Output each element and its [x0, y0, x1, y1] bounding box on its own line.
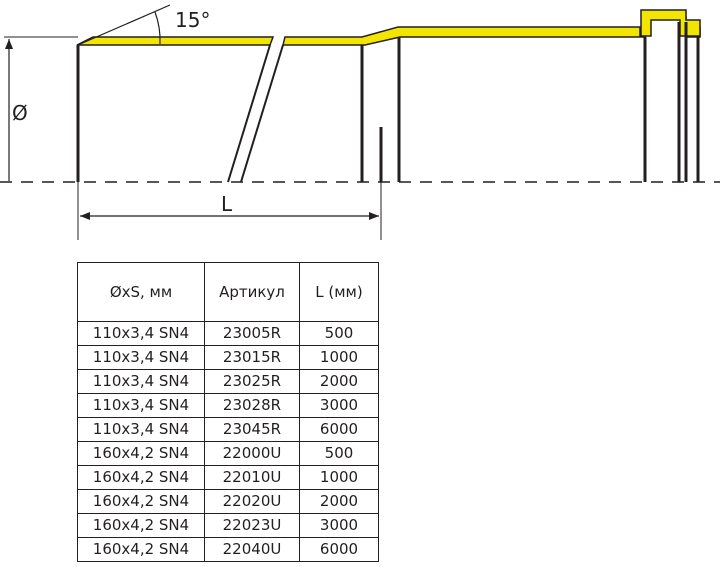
table-row: 110x3,4 SN4 23028R 3000 [77, 393, 379, 418]
cell-length: 3000 [299, 393, 379, 418]
header-article: Артикул [204, 262, 300, 322]
header-length: L (мм) [299, 262, 379, 322]
cell-article: 22010U [204, 465, 300, 490]
cell-article: 23025R [204, 369, 300, 394]
table-row: 110x3,4 SN4 23025R 2000 [77, 369, 379, 394]
table-header-row: ØxS, мм Артикул L (мм) [77, 262, 379, 322]
cell-diameter: 160x4,2 SN4 [77, 465, 205, 490]
table-row: 160x4,2 SN4 22000U 500 [77, 441, 379, 466]
cell-article: 23045R [204, 417, 300, 442]
cell-diameter: 110x3,4 SN4 [77, 393, 205, 418]
angle-arc [154, 11, 161, 45]
cell-length: 500 [299, 441, 379, 466]
cell-article: 22020U [204, 489, 300, 514]
table-row: 160x4,2 SN4 22020U 2000 [77, 489, 379, 514]
cell-length: 6000 [299, 537, 379, 562]
table-row: 110x3,4 SN4 23045R 6000 [77, 417, 379, 442]
cell-diameter: 160x4,2 SN4 [77, 537, 205, 562]
cell-article: 22023U [204, 513, 300, 538]
cell-article: 23015R [204, 345, 300, 370]
cell-diameter: 110x3,4 SN4 [77, 321, 205, 346]
cell-article: 23028R [204, 393, 300, 418]
cell-length: 6000 [299, 417, 379, 442]
cell-length: 500 [299, 321, 379, 346]
cell-diameter: 160x4,2 SN4 [77, 489, 205, 514]
cell-diameter: 160x4,2 SN4 [77, 513, 205, 538]
cell-length: 1000 [299, 345, 379, 370]
angle-line [77, 4, 171, 46]
cell-length: 1000 [299, 465, 379, 490]
cell-diameter: 110x3,4 SN4 [77, 345, 205, 370]
cell-diameter: 110x3,4 SN4 [77, 369, 205, 394]
pipe-socket [640, 9, 701, 37]
pipe-wall-left [76, 36, 275, 46]
cell-length: 2000 [299, 489, 379, 514]
break-line-2 [240, 44, 284, 183]
pipe-drawing: Ø 15° L [0, 4, 720, 240]
break-line-1 [227, 44, 271, 183]
table-row: 160x4,2 SN4 22040U 6000 [77, 537, 379, 562]
spec-table: ØxS, мм Артикул L (мм) 110x3,4 SN4 23005… [77, 262, 379, 562]
diameter-label: Ø [12, 101, 28, 125]
cell-article: 22040U [204, 537, 300, 562]
length-label: L [221, 192, 233, 216]
table-row: 110x3,4 SN4 23015R 1000 [77, 345, 379, 370]
cell-diameter: 110x3,4 SN4 [77, 417, 205, 442]
pipe-wall-right [282, 16, 701, 46]
cell-article: 22000U [204, 441, 300, 466]
cell-length: 3000 [299, 513, 379, 538]
table-row: 160x4,2 SN4 22010U 1000 [77, 465, 379, 490]
cell-article: 23005R [204, 321, 300, 346]
angle-label: 15° [175, 8, 210, 32]
header-diameter: ØxS, мм [77, 262, 205, 322]
cell-diameter: 160x4,2 SN4 [77, 441, 205, 466]
table-row: 110x3,4 SN4 23005R 500 [77, 321, 379, 346]
table-row: 160x4,2 SN4 22023U 3000 [77, 513, 379, 538]
cell-length: 2000 [299, 369, 379, 394]
